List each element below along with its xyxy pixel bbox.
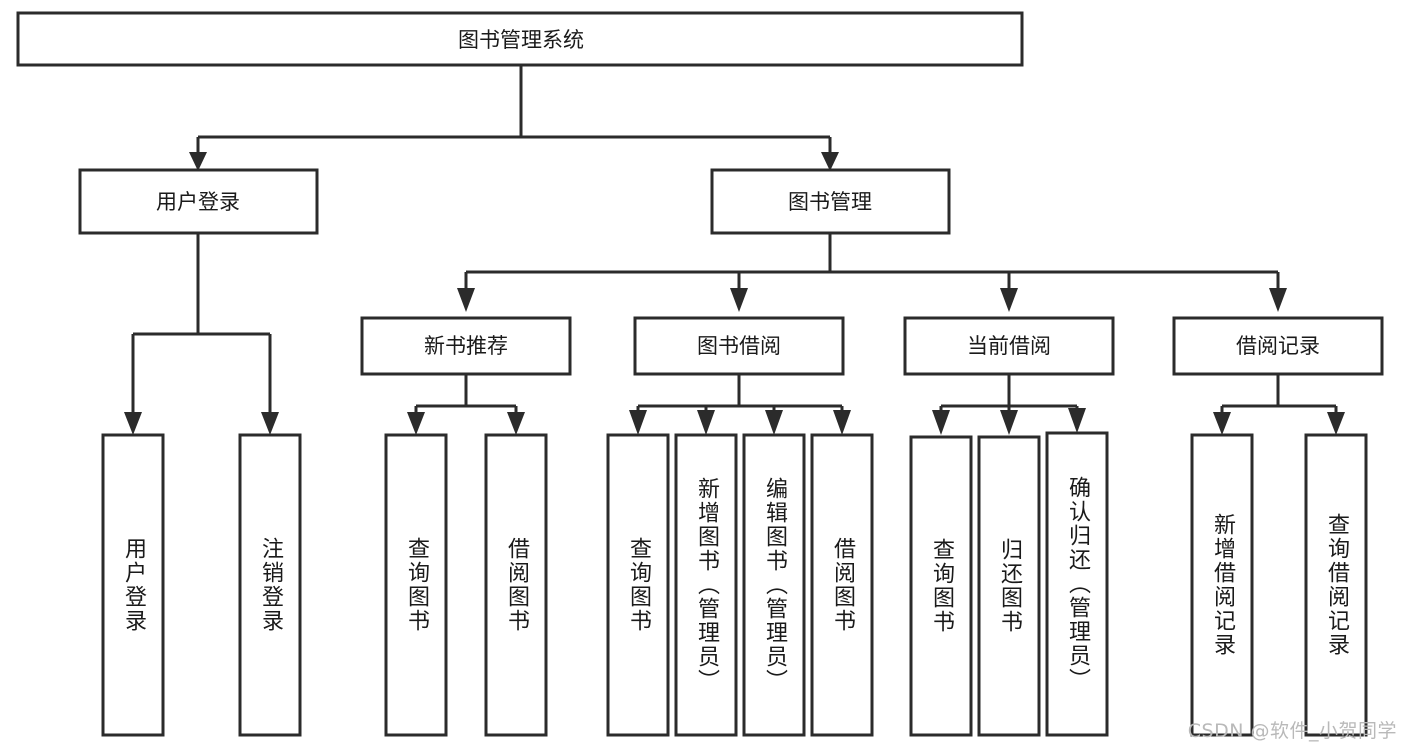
leaf-node-newbook-borrow-book[interactable]: 借阅图书: [484, 433, 548, 737]
leaf-label-newbook-query-book: 查询图书: [403, 537, 429, 633]
arrow-head-newbook-leaf-1: [407, 412, 425, 435]
leaf-label-current-query-book: 查询图书: [928, 538, 954, 634]
leaf-node-newbook-query-book[interactable]: 查询图书: [384, 433, 448, 737]
leaf-node-current-confirm-return-admin[interactable]: 确认归还（管理员）: [1045, 431, 1109, 737]
leaf-label-current-confirm-return-admin: 确认归还（管理员）: [1064, 476, 1090, 692]
node-label-user-login: 用户登录: [156, 190, 240, 214]
arrow-head-borrow-records: [1269, 288, 1287, 312]
arrow-head-user-login: [189, 152, 207, 171]
node-current-borrow[interactable]: 当前借阅: [903, 316, 1115, 376]
arrow-head-current-borrow: [1000, 288, 1018, 312]
arrow-head-currentborrow-leaf-2: [1000, 410, 1018, 435]
leaf-label-current-return-book: 归还图书: [996, 538, 1022, 634]
arrow-head-book-mgmt: [821, 152, 839, 171]
leaf-node-user-login[interactable]: 用户登录: [101, 433, 165, 737]
leaf-label-logout: 注销登录: [257, 537, 283, 633]
node-label-book-borrow: 图书借阅: [697, 334, 781, 358]
node-user-login[interactable]: 用户登录: [78, 168, 319, 235]
node-book-borrow[interactable]: 图书借阅: [633, 316, 845, 376]
arrow-head-leaf-logout: [261, 412, 279, 435]
leaf-label-borrow-query-book: 查询图书: [625, 537, 651, 633]
leaf-node-borrow-add-book-admin[interactable]: 新增图书（管理员）: [674, 433, 738, 737]
arrow-head-bookborrow-leaf-2: [697, 410, 715, 435]
leaf-node-borrow-edit-book-admin[interactable]: 编辑图书（管理员）: [742, 433, 806, 737]
arrow-head-bookborrow-leaf-3: [765, 410, 783, 435]
node-label-borrow-records: 借阅记录: [1236, 334, 1320, 358]
leaf-node-logout[interactable]: 注销登录: [238, 433, 302, 737]
node-label-book-management: 图书管理: [788, 190, 872, 214]
arrow-head-new-book: [457, 288, 475, 312]
arrow-head-currentborrow-leaf-3: [1068, 408, 1086, 433]
arrow-head-currentborrow-leaf-1: [932, 410, 950, 435]
leaf-node-query-borrow-record[interactable]: 查询借阅记录: [1304, 433, 1368, 737]
arrow-head-leaf-user-login: [124, 412, 142, 435]
arrow-head-book-borrow: [730, 288, 748, 312]
node-new-book-recommend[interactable]: 新书推荐: [360, 316, 572, 376]
leaf-label-add-borrow-record: 新增借阅记录: [1209, 513, 1235, 657]
node-root-system[interactable]: 图书管理系统: [16, 11, 1024, 67]
arrow-head-bookborrow-leaf-1: [629, 410, 647, 435]
node-label-root: 图书管理系统: [458, 28, 584, 52]
leaf-node-current-return-book[interactable]: 归还图书: [977, 435, 1041, 737]
leaf-node-add-borrow-record[interactable]: 新增借阅记录: [1190, 433, 1254, 737]
arrow-head-newbook-leaf-2: [507, 412, 525, 435]
connector-layer: [124, 65, 1345, 435]
leaf-label-borrow-borrow-book: 借阅图书: [829, 537, 855, 633]
leaf-node-borrow-query-book[interactable]: 查询图书: [606, 433, 670, 737]
leaf-node-borrow-borrow-book[interactable]: 借阅图书: [810, 433, 874, 737]
leaf-label-borrow-edit-book-admin: 编辑图书（管理员）: [761, 477, 787, 693]
leaf-label-query-borrow-record: 查询借阅记录: [1323, 513, 1349, 657]
node-borrow-records[interactable]: 借阅记录: [1172, 316, 1384, 376]
arrow-head-borrowrecords-leaf-2: [1327, 412, 1345, 435]
arrow-head-bookborrow-leaf-4: [833, 410, 851, 435]
leaf-label-user-login: 用户登录: [120, 537, 146, 633]
leaf-label-newbook-borrow-book: 借阅图书: [503, 537, 529, 633]
leaf-label-borrow-add-book-admin: 新增图书（管理员）: [693, 477, 719, 693]
node-label-new-book-recommend: 新书推荐: [424, 334, 508, 358]
arrow-head-borrowrecords-leaf-1: [1213, 412, 1231, 435]
node-label-current-borrow: 当前借阅: [967, 334, 1051, 358]
node-book-management[interactable]: 图书管理: [710, 168, 951, 235]
leaf-node-current-query-book[interactable]: 查询图书: [909, 435, 973, 737]
